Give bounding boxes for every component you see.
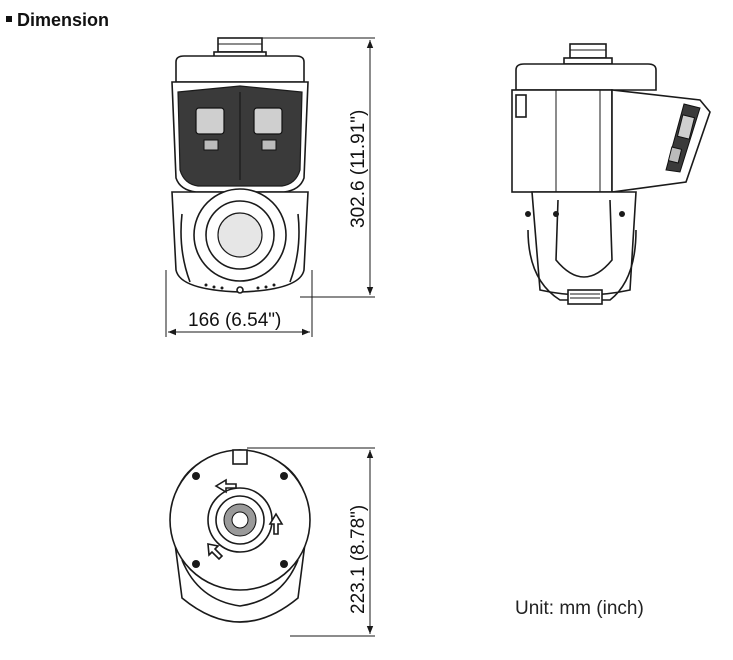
section-heading: Dimension: [6, 10, 109, 31]
bullet-icon: [6, 16, 12, 23]
depth-dimension-label: 223.1 (8.78"): [348, 505, 369, 614]
height-dimension-label: 302.6 (11.91"): [348, 110, 369, 228]
heading-text: Dimension: [17, 10, 110, 30]
width-dimension-label: 166 (6.54"): [188, 310, 281, 331]
diagonal-arrow-icon: [207, 543, 224, 561]
unit-label: Unit: mm (inch): [515, 598, 644, 619]
side-view: [511, 43, 711, 305]
rotate-arrow-icon: [214, 478, 237, 494]
top-view: 223.1 (8.78"): [169, 447, 375, 637]
front-view: 302.6 (11.91") 166 (6.54"): [165, 37, 375, 337]
up-arrow-icon: [268, 512, 284, 535]
